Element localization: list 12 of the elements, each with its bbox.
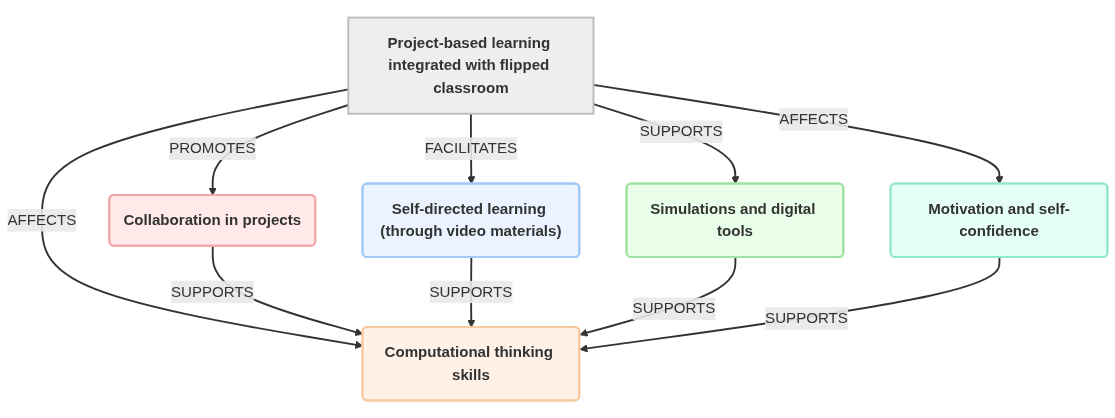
arrow [579, 256, 737, 337]
edge-label: AFFECTS [7, 211, 77, 228]
node-box: Project-based learning integrated with flipped classroom [347, 16, 595, 115]
edge-label: AFFECTS [779, 111, 849, 128]
edge-label: SUPPORTS [765, 309, 848, 326]
arrow [579, 256, 1001, 353]
edge-label: FACILITATES [424, 140, 518, 157]
edge-label: SUPPORTS [170, 283, 254, 300]
edge-label: SUPPORTS [632, 300, 716, 317]
edge-label: SUPPORTS [639, 123, 723, 140]
edge-label: SUPPORTS [429, 283, 513, 300]
edge-label: PROMOTES [169, 140, 256, 157]
